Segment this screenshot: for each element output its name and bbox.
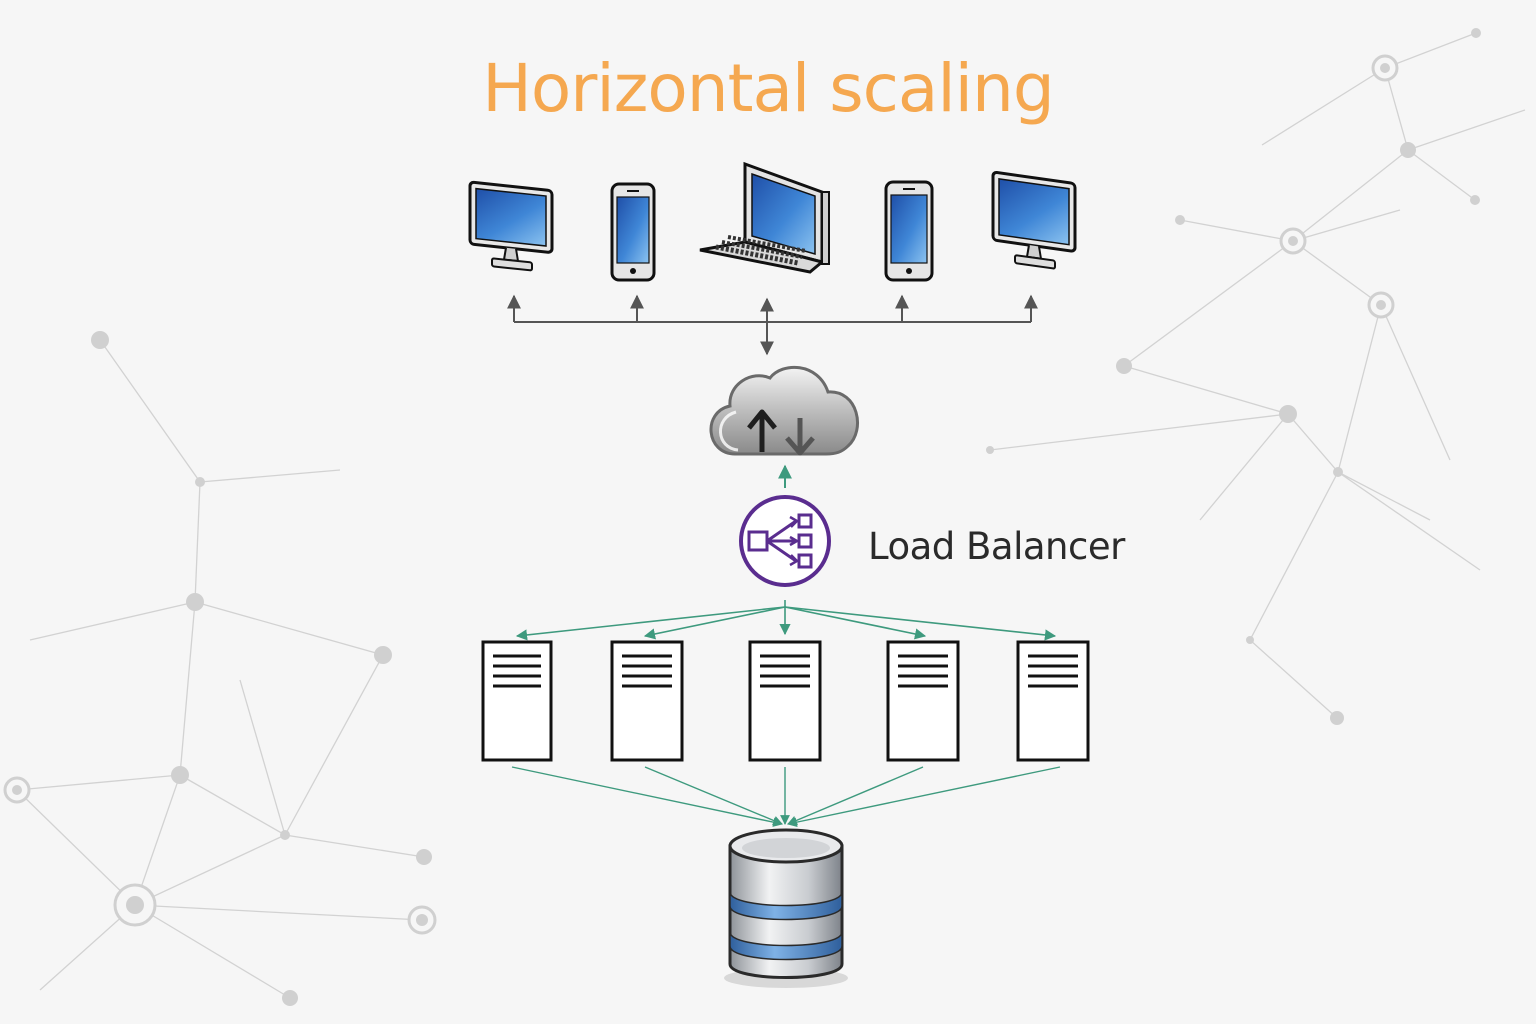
internet-cloud (709, 365, 859, 456)
load-balancer-label: Load Balancer (868, 525, 1125, 568)
server-icon (481, 640, 553, 762)
monitor-icon (991, 171, 1077, 270)
smartphone-icon (884, 180, 934, 282)
client-laptop (699, 161, 830, 274)
server-to-database-links (511, 766, 1061, 827)
client-smartphone-right (884, 180, 934, 282)
background-network-rings (3, 54, 1399, 935)
background-network-nodes (91, 28, 1481, 1006)
client-connections (507, 294, 1038, 356)
server-icon (886, 640, 960, 762)
client-desktop-monitor-left (468, 180, 554, 272)
diagram-title: Horizontal scaling (482, 50, 1055, 127)
load-balancer-icon (739, 495, 831, 587)
database-icon (724, 828, 848, 988)
cloud-upload-download-icon (709, 365, 859, 456)
load-balancer-to-server-links (515, 600, 1057, 641)
monitor-icon (468, 180, 554, 272)
load-balancer-node (739, 495, 831, 587)
server-icon (1016, 640, 1090, 762)
client-smartphone-left (610, 182, 656, 282)
laptop-icon (699, 161, 830, 274)
server-icon (748, 640, 822, 762)
client-desktop-monitor-right (991, 171, 1077, 270)
server-pool (481, 640, 1090, 762)
server-icon (610, 640, 684, 762)
smartphone-icon (610, 182, 656, 282)
database (724, 828, 848, 988)
